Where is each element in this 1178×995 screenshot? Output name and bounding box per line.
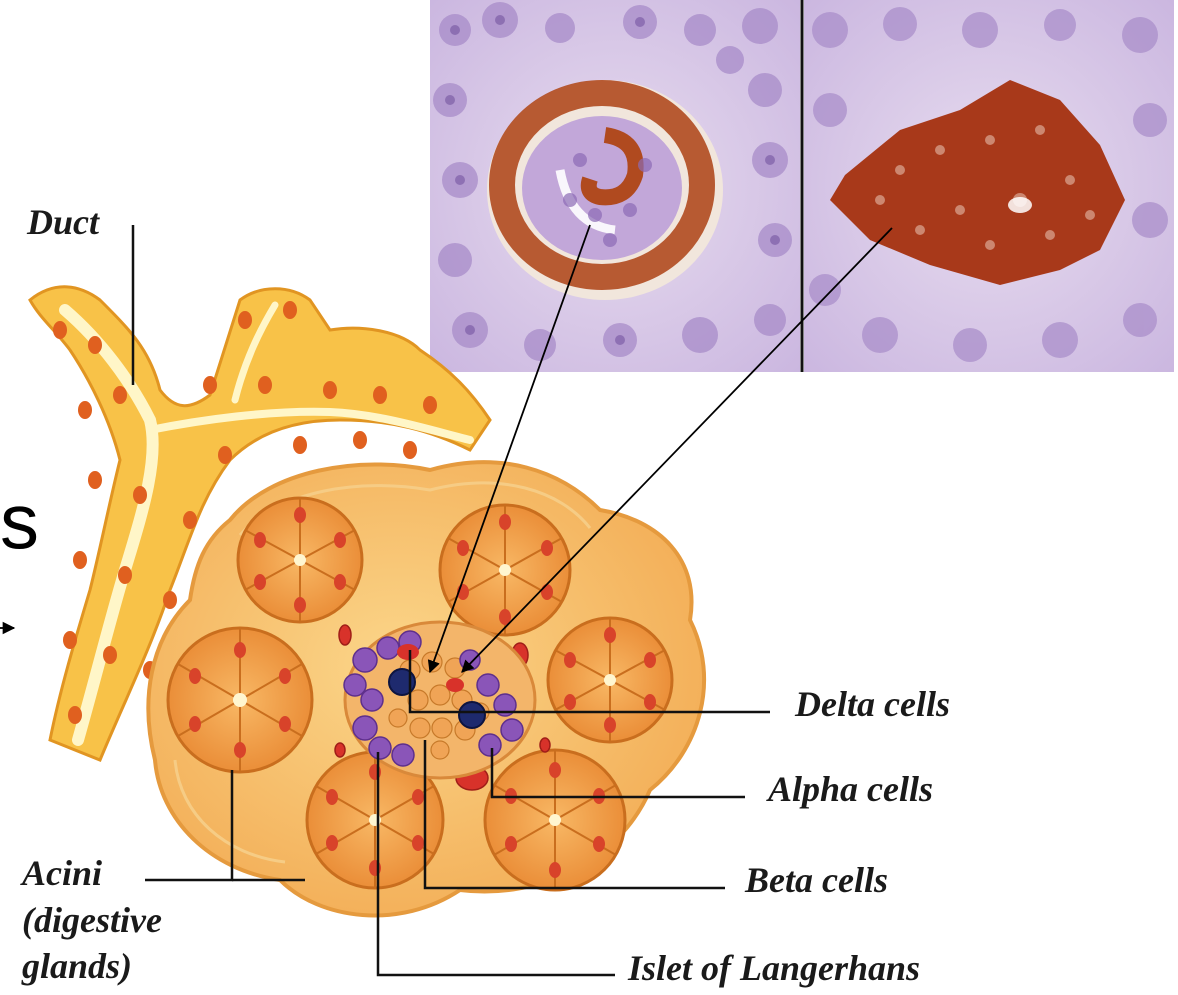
label-acini-line3: glands) (22, 948, 132, 984)
label-acini-line2: (digestive (22, 902, 162, 938)
label-duct: Duct (27, 204, 99, 240)
micrograph-right (804, 0, 1174, 372)
label-islet-of-langerhans: Islet of Langerhans (628, 950, 920, 986)
acinus-top-right (440, 505, 570, 635)
label-acini-line1: Acini (22, 855, 102, 891)
label-beta-cells: Beta cells (745, 862, 888, 898)
label-alpha-cells: Alpha cells (768, 771, 933, 807)
slide-text-fragment: s (0, 482, 39, 560)
micrograph-left (430, 0, 800, 372)
acinus-bottom-right (485, 750, 625, 890)
acinus-top-left (238, 498, 362, 622)
label-delta-cells: Delta cells (795, 686, 950, 722)
acinus-right (548, 618, 672, 742)
acinus-left (168, 628, 312, 772)
